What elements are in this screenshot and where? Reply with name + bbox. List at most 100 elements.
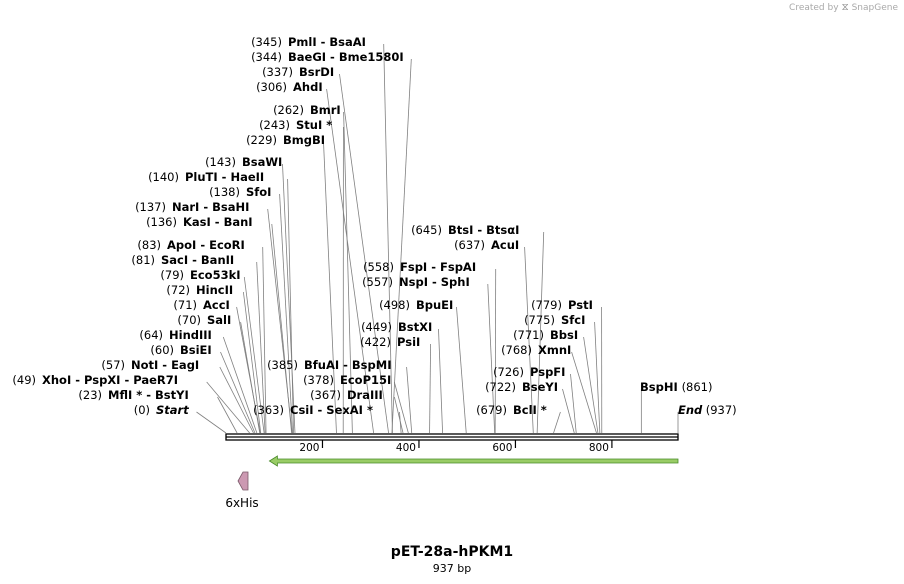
site-position-label: (71) (173, 298, 197, 312)
tick-label: 800 (589, 442, 609, 454)
site-name-label: NarI - BsaHI (172, 200, 249, 214)
site-position-label: (378) (303, 373, 334, 387)
site-position-label: (23) (78, 388, 102, 402)
site-leader-line (323, 141, 337, 434)
site-name-label: StuI * (296, 118, 332, 132)
site-position-label: (337) (262, 65, 293, 79)
site-position-label: (143) (205, 155, 236, 169)
site-name-label: SacI - BanII (161, 253, 234, 267)
site-position-label: (344) (251, 50, 282, 64)
site-name-label: SfoI (246, 185, 271, 199)
site-leader-line (494, 268, 497, 434)
snapgene-logo-icon: ⧖ (841, 2, 849, 13)
site-name-label: BstXI (398, 320, 432, 334)
site-position-label: (558) (363, 260, 394, 274)
site-leader-line (571, 351, 597, 434)
site-name-label: Start (156, 403, 189, 417)
site-position-label: (0) (134, 403, 150, 417)
credit-brand: SnapGene (851, 2, 898, 13)
site-name-label: CsiI - SexAI * (290, 403, 373, 417)
site-name-label: HindIII (169, 328, 212, 342)
site-position-label: (768) (501, 343, 532, 357)
site-name-label: SalI (207, 313, 231, 327)
site-position-label: (637) (454, 238, 485, 252)
tick-label: 400 (396, 442, 416, 454)
site-leader-line (456, 306, 467, 434)
site-position-label: (498) (379, 298, 410, 312)
site-leader-line (399, 411, 402, 434)
site-position-label: (367) (310, 388, 341, 402)
site-leader-line (393, 381, 409, 434)
site-leader-line (394, 396, 404, 434)
site-leader-line (429, 343, 431, 434)
site-position-label: (771) (513, 328, 544, 342)
site-position-label: (64) (139, 328, 163, 342)
feature-6xhis-arrow (237, 471, 249, 491)
site-name-label: BsrDI (299, 65, 334, 79)
site-name-label: AcuI (491, 238, 519, 252)
credit-prefix: Created by (789, 2, 839, 13)
site-leader-line (570, 373, 577, 434)
site-position-label: (722) (485, 380, 516, 394)
site-name-label: BseYI (522, 380, 558, 394)
site-name-label: AccI (203, 298, 230, 312)
site-position-label: (49) (12, 373, 36, 387)
site-position-label: (60) (150, 343, 174, 357)
site-position-label: (137) (135, 200, 166, 214)
tick-label: 600 (492, 442, 512, 454)
site-position-label: (861) (682, 380, 713, 394)
site-leader-line (282, 163, 296, 434)
site-position-label: (243) (259, 118, 290, 132)
site-leader-line (243, 291, 262, 434)
site-position-label: (422) (360, 335, 391, 349)
site-name-label: BsaWI (242, 155, 282, 169)
site-leader-line (240, 321, 261, 434)
site-leader-line (524, 246, 534, 434)
site-leader-line (206, 381, 250, 434)
site-position-label: (779) (531, 298, 562, 312)
site-name-label: AhdI (293, 80, 323, 94)
site-position-label: (79) (160, 268, 184, 282)
site-name-label: PsiI (397, 335, 420, 349)
orf-arrow (268, 455, 679, 467)
site-name-label: NotI - EagI (131, 358, 199, 372)
site-leader-line (562, 388, 575, 434)
feature-label: 6xHis (225, 496, 258, 510)
site-position-label: (345) (251, 35, 282, 49)
site-leader-line (279, 193, 293, 434)
site-leader-line (594, 321, 601, 434)
site-position-label: (81) (131, 253, 155, 267)
site-name-label: End (678, 403, 703, 417)
site-name-label: BmgBI (283, 133, 325, 147)
site-name-label: BfuAI - BspMI (304, 358, 391, 372)
site-leader-line (217, 396, 238, 434)
site-name-label: FspI - FspAI (400, 260, 476, 274)
site-leader-line (219, 366, 254, 434)
site-name-label: BsiEI (180, 343, 212, 357)
site-position-label: (140) (148, 170, 179, 184)
site-position-label: (262) (273, 103, 304, 117)
site-leader-line (391, 58, 412, 434)
site-name-label: PmlI - BsaAI (288, 35, 366, 49)
site-leader-line (583, 336, 599, 434)
site-name-label: XhoI - PspXI - PaeR7I (42, 373, 178, 387)
site-leader-line (553, 411, 561, 434)
map-length: 937 bp (432, 562, 472, 575)
site-position-label: (385) (267, 358, 298, 372)
site-position-label: (937) (706, 403, 737, 417)
site-position-label: (138) (209, 185, 240, 199)
site-leader-line (326, 88, 375, 434)
site-name-label: BbsI (550, 328, 578, 342)
site-position-label: (775) (524, 313, 555, 327)
site-name-label: BclI * (513, 403, 547, 417)
site-position-label: (726) (493, 365, 524, 379)
site-name-label: Eco53kI (190, 268, 241, 282)
site-name-label: BtsI - BtsαI (448, 223, 519, 237)
site-leader-line (243, 276, 265, 434)
site-position-label: (57) (101, 358, 125, 372)
site-position-label: (72) (166, 283, 190, 297)
site-name-label: EcoP15I (340, 373, 391, 387)
site-name-label: MflI * - BstYI (108, 388, 189, 402)
site-position-label: (557) (362, 275, 393, 289)
